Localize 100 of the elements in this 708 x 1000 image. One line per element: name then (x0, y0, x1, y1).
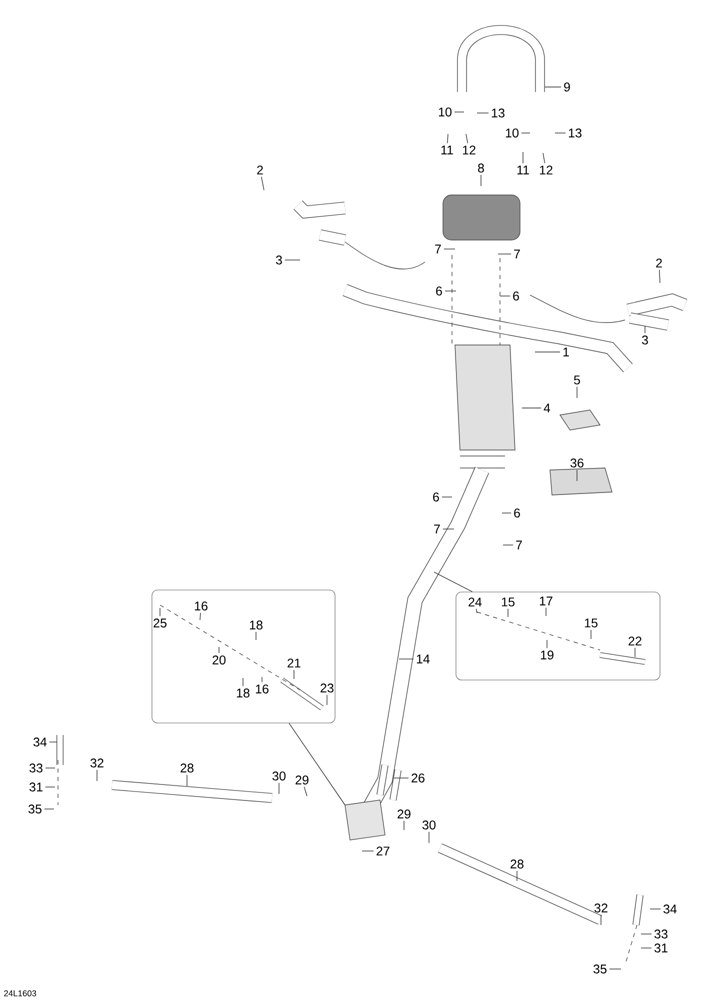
leader-line (326, 694, 328, 706)
callout-number: 25 (154, 618, 166, 628)
leader-line (502, 512, 512, 514)
callout-number: 2 (257, 166, 263, 174)
leader-line (480, 174, 482, 186)
callout-number: 10 (438, 108, 452, 116)
leader-line (278, 782, 280, 794)
leader-line (261, 176, 264, 190)
callout-number: 8 (478, 164, 484, 172)
callout-number: 3 (276, 256, 282, 264)
leader-line (304, 786, 308, 796)
leader-line (444, 248, 456, 250)
callout-number: 13 (492, 108, 504, 118)
callout-number: 7 (435, 244, 441, 254)
callout-number: 31 (29, 782, 42, 792)
callout-number: 11 (517, 166, 529, 174)
callout-number: 20 (212, 656, 226, 664)
leader-line (186, 774, 188, 786)
leader-line (600, 914, 602, 926)
leader-line (442, 496, 452, 498)
leader-line (554, 132, 566, 134)
leader-line (516, 870, 518, 882)
callout-number: 15 (502, 598, 514, 606)
leader-line (658, 269, 660, 284)
leader-line (362, 850, 374, 852)
callout-number: 35 (593, 964, 606, 974)
callout-number: 17 (540, 596, 552, 606)
callout-number: 15 (584, 618, 598, 628)
callout-number: 14 (416, 654, 430, 664)
callout-number: 29 (398, 810, 410, 818)
callout-number: 18 (236, 688, 250, 698)
callout-number: 12 (462, 146, 476, 154)
callout-number: 33 (654, 930, 668, 938)
leader-line (398, 658, 414, 660)
leader-line (45, 786, 56, 788)
leader-line (442, 528, 454, 530)
callout-number: 7 (434, 524, 440, 534)
leader-line (576, 470, 578, 482)
callout-number: 34 (663, 904, 677, 914)
callout-number: 22 (628, 636, 642, 646)
callout-number: 30 (422, 820, 436, 830)
leader-line (544, 86, 562, 88)
leader-line (522, 152, 524, 164)
callout-number: 9 (564, 82, 570, 92)
callout-number: 16 (256, 684, 268, 694)
leader-line (466, 134, 468, 144)
callout-number: 35 (28, 804, 42, 814)
callout-number: 19 (540, 650, 554, 660)
leader-line (542, 152, 546, 164)
leader-line (476, 112, 489, 114)
callout-number: 28 (180, 764, 194, 772)
callout-number: 10 (506, 128, 519, 138)
callout-number: 18 (250, 620, 262, 630)
callout-number: 21 (288, 658, 300, 668)
leader-line (447, 134, 448, 144)
callout-number: 23 (320, 684, 334, 692)
leader-line (96, 770, 98, 782)
leader-line (521, 132, 530, 134)
callout-number: 1 (563, 348, 569, 356)
leader-line (546, 640, 548, 648)
leader-line (428, 832, 430, 844)
callout-number: 33 (29, 764, 42, 772)
callout-number: 6 (433, 492, 439, 502)
leader-line (576, 386, 578, 398)
drawing-code: 24L1603 (4, 990, 36, 996)
callout-number: 7 (514, 250, 520, 258)
inset-frame (152, 590, 336, 724)
callout-number: 12 (540, 166, 552, 174)
leader-line (44, 808, 54, 810)
leader-line (609, 968, 622, 970)
callout-number: 11 (441, 146, 453, 154)
callout-number: 28 (510, 860, 524, 868)
leader-line (218, 646, 220, 654)
callout-number: 2 (656, 258, 662, 268)
callout-number: 3 (642, 336, 648, 344)
callout-number: 29 (296, 776, 308, 784)
callout-number: 6 (436, 286, 442, 296)
callout-number: 6 (514, 508, 520, 518)
callout-number: 13 (568, 128, 582, 138)
callout-number: 26 (412, 774, 424, 782)
callout-number: 32 (90, 758, 104, 768)
leader-line (434, 572, 473, 592)
callout-number: 7 (516, 540, 522, 550)
callout-number: 34 (33, 738, 47, 746)
leader-line (502, 544, 514, 546)
callout-number: 31 (654, 944, 668, 952)
leader-line (242, 678, 244, 686)
leader-line (650, 908, 661, 910)
callout-number: 16 (194, 602, 208, 610)
leader-line (476, 608, 478, 614)
callout-number: 27 (376, 846, 390, 856)
callout-number: 5 (574, 376, 580, 384)
leader-line (444, 290, 456, 292)
inset-frame (456, 592, 660, 680)
callout-number: 32 (594, 904, 608, 912)
leader-line (590, 629, 592, 640)
callout-number: 4 (544, 404, 550, 412)
callout-number: 24 (468, 598, 482, 606)
callout-number: 36 (570, 458, 584, 468)
leader-line (634, 647, 636, 658)
